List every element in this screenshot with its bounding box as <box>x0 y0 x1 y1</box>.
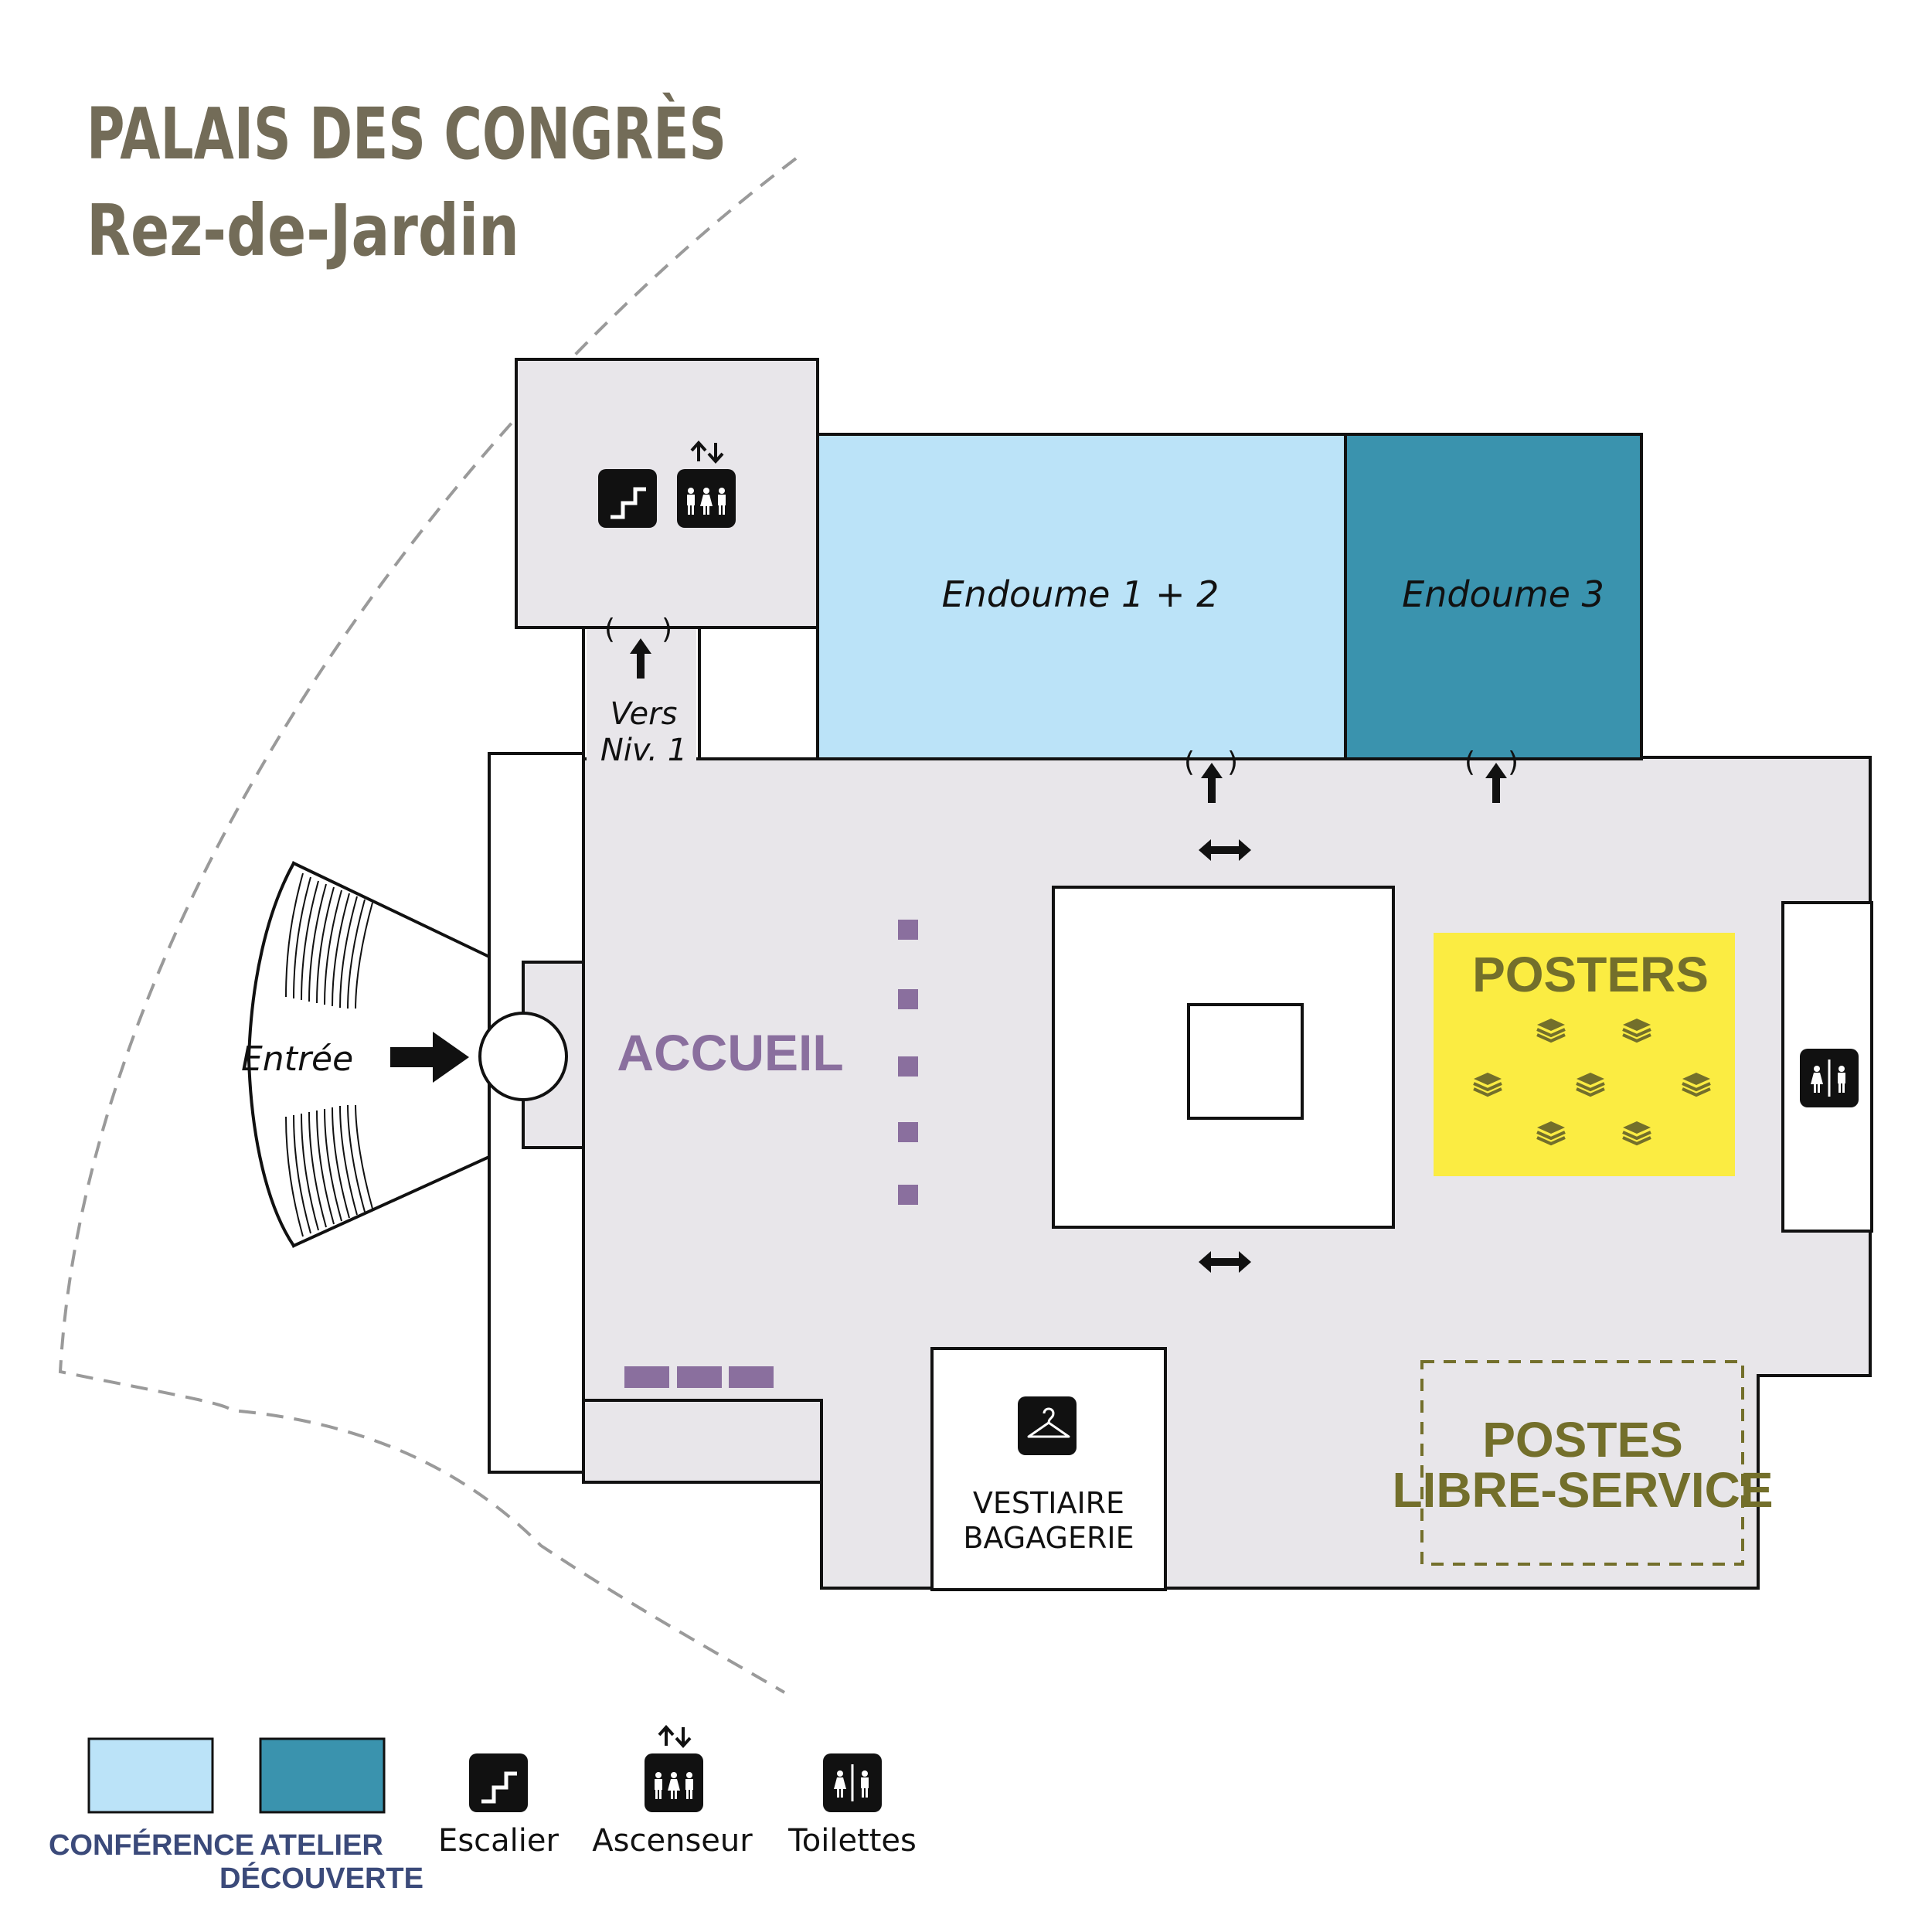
steps-hatching-bottom <box>285 1102 373 1237</box>
page-title: PALAIS DES CONGRÈS <box>87 92 726 175</box>
page-subtitle: Rez-de-Jardin <box>87 189 519 272</box>
restroom-icon <box>1800 1049 1859 1107</box>
accueil-desks <box>624 920 918 1388</box>
legend: CONFÉRENCE ATELIER DÉCOUVERTE Escalier A… <box>49 1727 917 1895</box>
postes-label-line2: LIBRE-SERVICE <box>1392 1462 1773 1518</box>
posters-label: POSTERS <box>1472 947 1709 1002</box>
central-pillar <box>1187 1003 1304 1120</box>
legend-swatch-conference <box>87 1737 214 1814</box>
posters-area <box>1434 933 1735 1176</box>
stairs-elevator-block <box>515 358 819 629</box>
door-mark-endoume-3: ( <box>1464 747 1475 778</box>
legend-conference: CONFÉRENCE <box>49 1828 254 1862</box>
door-mark-endoume-12: ( <box>1184 747 1195 778</box>
door-mark-vers: ( <box>604 614 615 645</box>
legend-atelier-line1: ATELIER <box>260 1829 383 1862</box>
south-annex <box>582 1399 823 1484</box>
restroom-icon <box>823 1753 882 1812</box>
legend-escalier: Escalier <box>438 1823 559 1859</box>
room-endoume-1-2 <box>816 433 1347 760</box>
postes-libre-service-area <box>1420 1360 1744 1566</box>
entry-arrow-icon <box>390 1032 469 1083</box>
coat-hanger-icon <box>1018 1396 1077 1455</box>
endoume-12-label: Endoume 1 + 2 <box>942 573 1219 615</box>
revolving-door <box>478 1012 568 1101</box>
vestiaire-room <box>930 1347 1167 1591</box>
svg-text:): ) <box>1508 747 1519 778</box>
vers-label-line1: Vers <box>611 696 678 732</box>
endoume-3-label: Endoume 3 <box>1402 573 1604 615</box>
room-endoume-3 <box>1344 433 1643 760</box>
accueil-label: ACCUEIL <box>617 1024 843 1081</box>
site-boundary <box>58 157 798 1694</box>
legend-atelier-line2: DÉCOUVERTE <box>219 1861 423 1895</box>
postes-label-line1: POSTES <box>1482 1412 1683 1468</box>
vestiaire-label-line2: BAGAGERIE <box>963 1521 1134 1555</box>
stairs-icon <box>469 1753 528 1812</box>
legend-ascenseur: Ascenseur <box>592 1823 753 1859</box>
entree-label: Entrée <box>241 1039 353 1079</box>
legend-swatch-atelier <box>259 1737 386 1814</box>
vestiaire-label-line1: VESTIAIRE <box>973 1486 1124 1520</box>
svg-text:): ) <box>662 614 672 645</box>
legend-toilettes: Toilettes <box>787 1823 917 1859</box>
vers-label-line2: Niv. 1 <box>600 733 687 768</box>
steps-hatching-top <box>285 872 373 1012</box>
elevator-icon <box>645 1727 703 1812</box>
stairs-icon <box>598 469 657 528</box>
svg-text:): ) <box>1227 747 1238 778</box>
